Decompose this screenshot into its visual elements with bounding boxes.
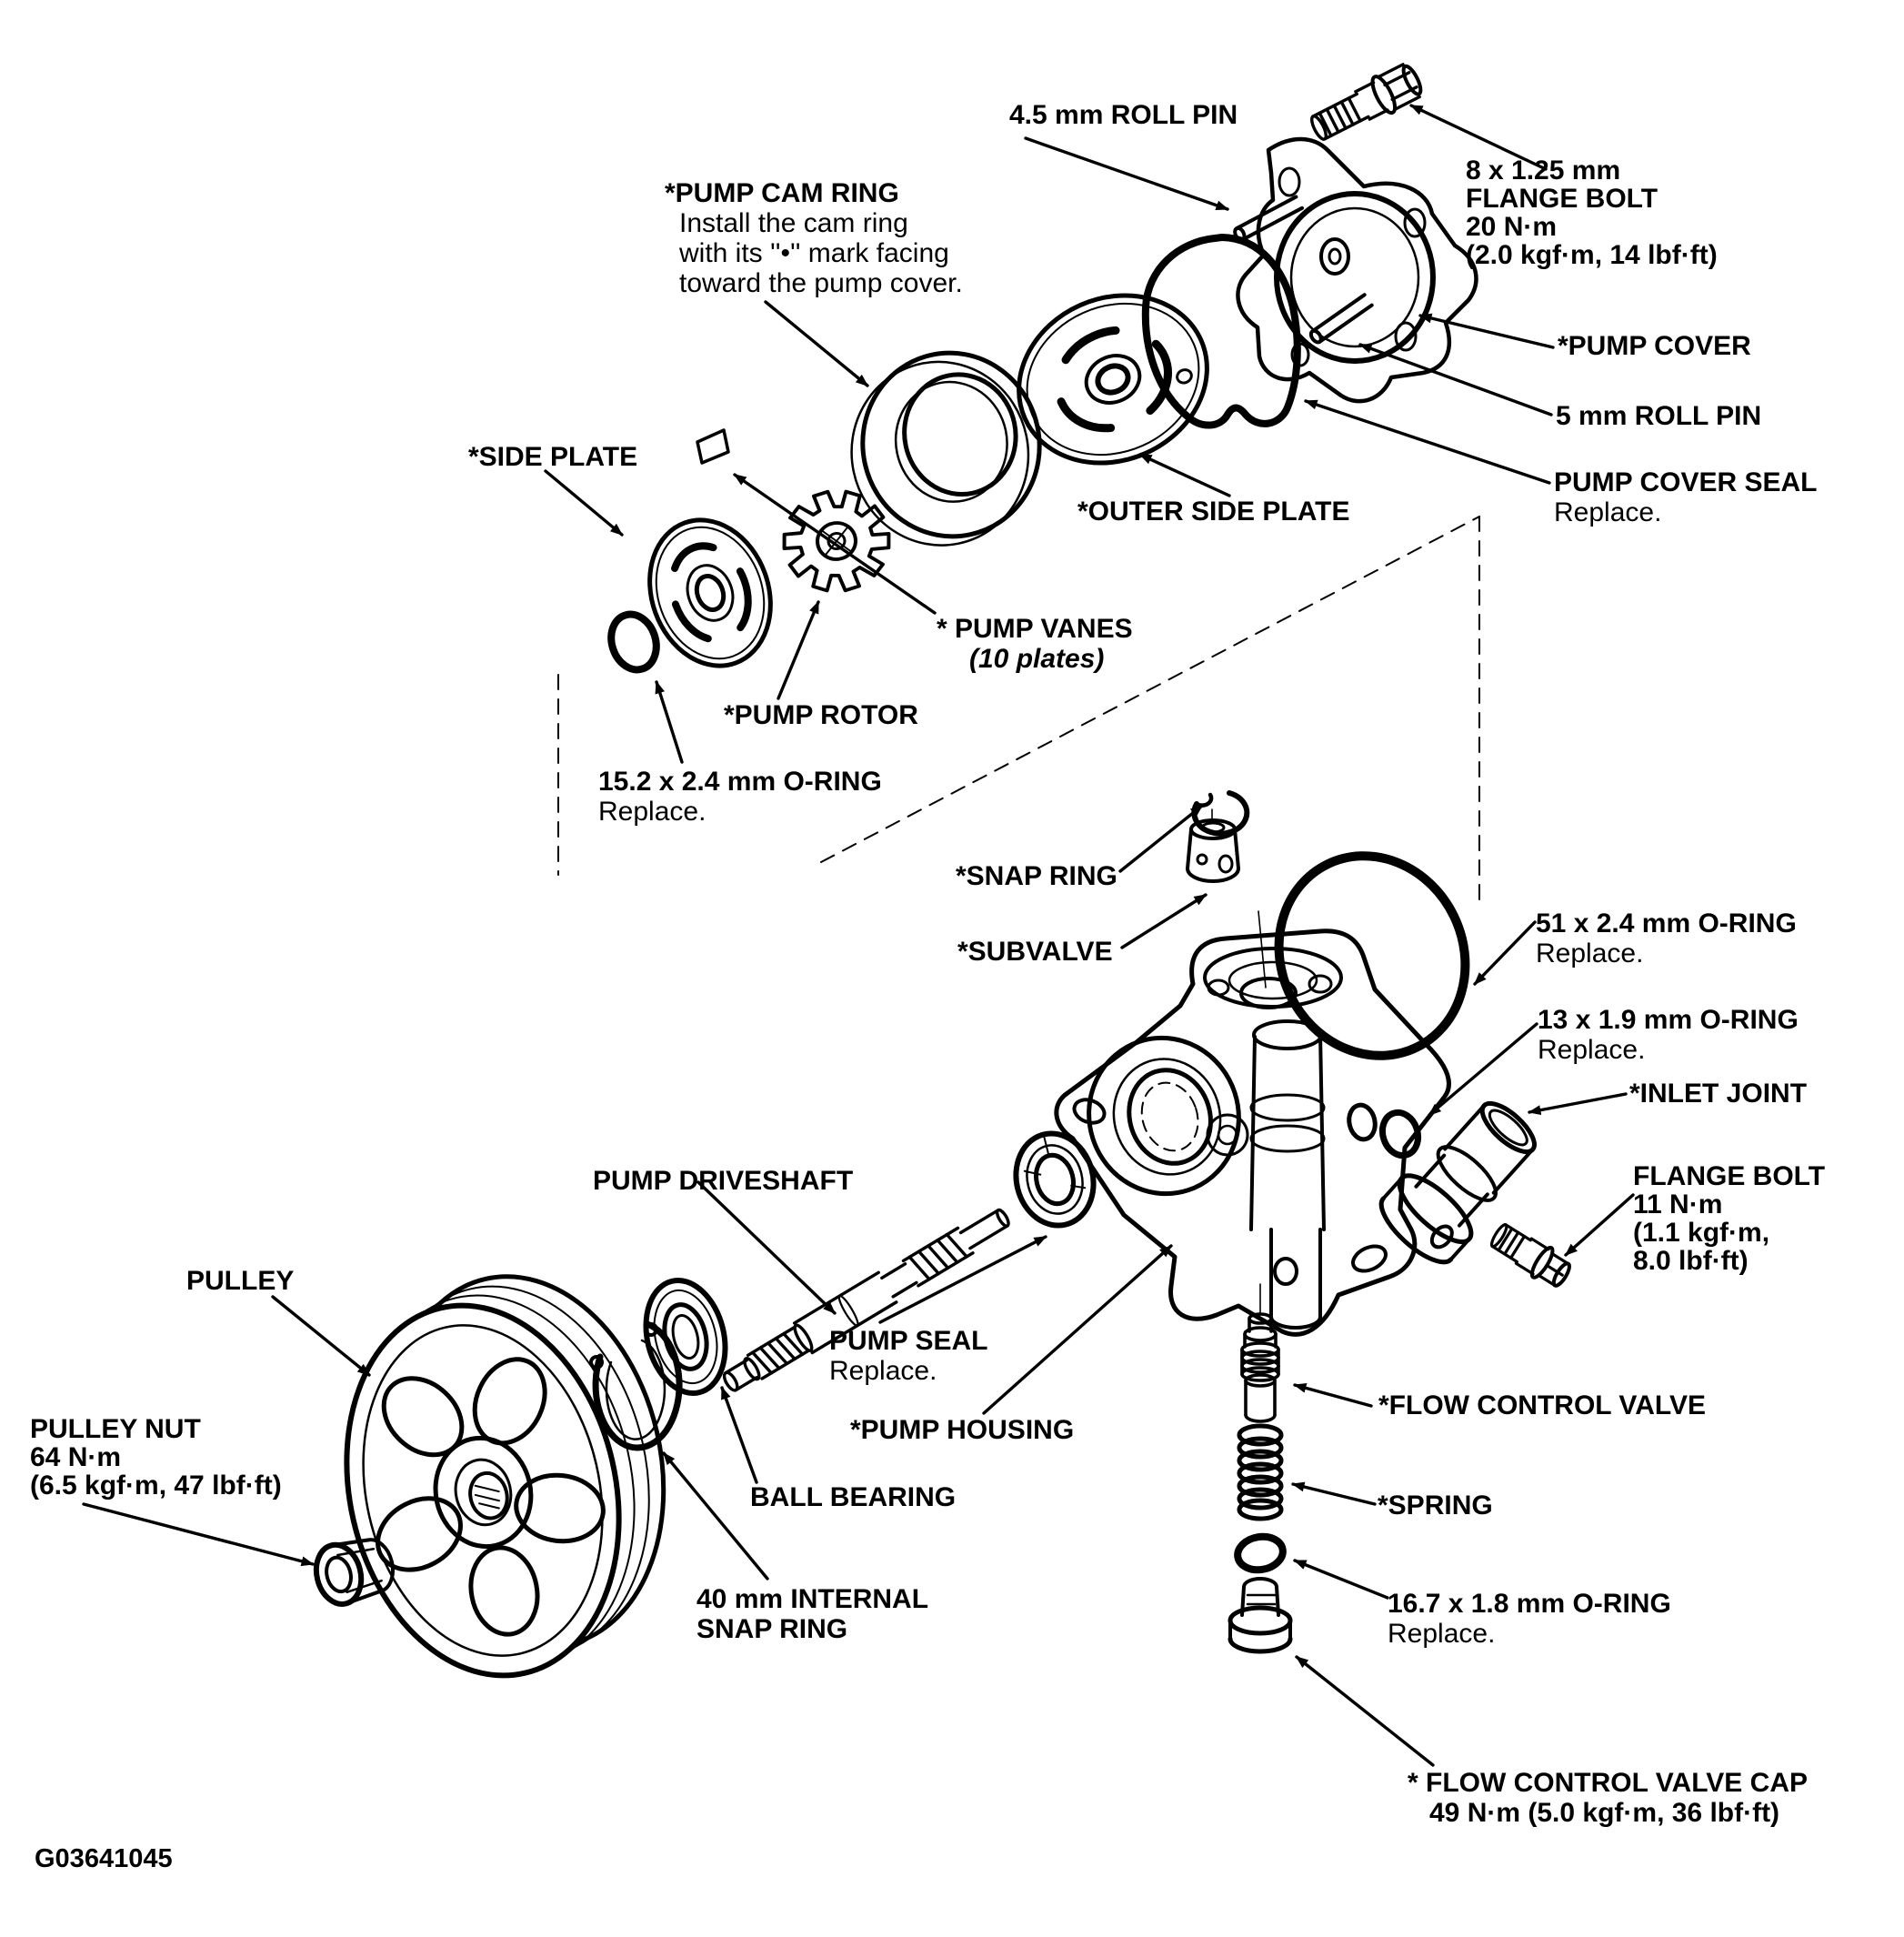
label-pump-housing: *PUMP HOUSING bbox=[850, 1415, 1075, 1445]
subvalve-drawing bbox=[1186, 818, 1240, 883]
pulley-drawing bbox=[344, 1274, 666, 1679]
outer-side-plate-drawing bbox=[1017, 293, 1209, 466]
oring-16-7-drawing bbox=[1234, 1532, 1287, 1574]
spring-drawing bbox=[1237, 1423, 1284, 1521]
label-pump-driveshaft: PUMP DRIVESHAFT bbox=[593, 1166, 854, 1196]
pump-driveshaft-drawing bbox=[722, 1208, 1010, 1392]
pump-seal-drawing bbox=[1013, 1130, 1097, 1229]
label-flange-bolt-11nm: FLANGE BOLT 11 N·m (1.1 kgf·m, 8.0 lbf·f… bbox=[1633, 1161, 1826, 1276]
label-subvalve: *SUBVALVE bbox=[957, 937, 1113, 967]
label-pulley: PULLEY bbox=[186, 1266, 295, 1296]
label-pump-vanes: * PUMP VANES (10 plates) bbox=[937, 614, 1133, 674]
label-pump-seal: PUMP SEAL Replace. bbox=[829, 1326, 988, 1386]
label-flange-bolt-8mm: 8 x 1.25 mm FLANGE BOLT 20 N·m (2.0 kgf·… bbox=[1466, 156, 1718, 270]
pump-cam-ring-drawing bbox=[850, 350, 1042, 547]
pulley-nut-drawing bbox=[313, 1538, 395, 1607]
side-plate-drawing bbox=[647, 517, 773, 668]
label-internal-snap-ring-40mm: 40 mm INTERNAL SNAP RING bbox=[696, 1584, 929, 1644]
pump-cover-seal-drawing bbox=[1141, 234, 1301, 429]
oring-15-2-drawing bbox=[607, 610, 660, 674]
label-pulley-nut: PULLEY NUT 64 N·m (6.5 kgf·m, 47 lbf·ft) bbox=[30, 1414, 282, 1500]
axis-lines bbox=[1211, 808, 1267, 1316]
figure-id: G03641045 bbox=[35, 1844, 173, 1873]
label-snap-ring: *SNAP RING bbox=[956, 861, 1117, 891]
ball-bearing-drawing bbox=[643, 1278, 728, 1396]
flange-bolt-11nm-drawing bbox=[1489, 1223, 1571, 1288]
guide-lines bbox=[557, 516, 1480, 901]
label-roll-pin-4-5: 4.5 mm ROLL PIN bbox=[1009, 100, 1238, 130]
label-oring-16-7: 16.7 x 1.8 mm O-RING Replace. bbox=[1388, 1589, 1671, 1649]
label-pump-cam-ring: *PUMP CAM RING Install the cam ring with… bbox=[665, 178, 963, 298]
label-flow-control-valve: *FLOW CONTROL VALVE bbox=[1378, 1390, 1706, 1420]
oring-13-drawing bbox=[1378, 1109, 1422, 1159]
label-oring-51: 51 x 2.4 mm O-RING Replace. bbox=[1536, 908, 1797, 968]
pump-housing-drawing bbox=[1054, 928, 1451, 1337]
label-pump-cover: *PUMP COVER bbox=[1558, 331, 1751, 361]
internal-snap-ring-40mm-drawing bbox=[589, 1320, 683, 1451]
label-oring-13: 13 x 1.9 mm O-RING Replace. bbox=[1538, 1005, 1799, 1065]
label-flow-control-valve-cap: * FLOW CONTROL VALVE CAP 49 N·m (5.0 kgf… bbox=[1408, 1768, 1808, 1828]
oring-51-drawing bbox=[1274, 851, 1470, 1060]
label-inlet-joint: *INLET JOINT bbox=[1629, 1079, 1808, 1109]
leader-arrows bbox=[82, 104, 1635, 1767]
pump-cover-drawing bbox=[1233, 136, 1478, 404]
label-outer-side-plate: *OUTER SIDE PLATE bbox=[1077, 497, 1350, 527]
label-ball-bearing: BALL BEARING bbox=[750, 1482, 957, 1512]
label-side-plate: *SIDE PLATE bbox=[468, 442, 638, 472]
label-pump-rotor: *PUMP ROTOR bbox=[724, 700, 918, 730]
label-pump-cover-seal: PUMP COVER SEAL Replace. bbox=[1554, 467, 1818, 527]
flow-control-valve-cap-drawing bbox=[1228, 1577, 1293, 1654]
label-oring-15-2: 15.2 x 2.4 mm O-RING Replace. bbox=[598, 767, 882, 827]
label-roll-pin-5: 5 mm ROLL PIN bbox=[1556, 401, 1762, 431]
label-spring: *SPRING bbox=[1378, 1490, 1493, 1520]
flange-bolt-8mm-drawing bbox=[1310, 63, 1423, 141]
inlet-joint-drawing bbox=[1378, 1100, 1537, 1265]
pump-rotor-drawing bbox=[782, 489, 891, 593]
flow-control-valve-drawing bbox=[1240, 1312, 1280, 1423]
pump-vane-drawing bbox=[696, 428, 730, 465]
